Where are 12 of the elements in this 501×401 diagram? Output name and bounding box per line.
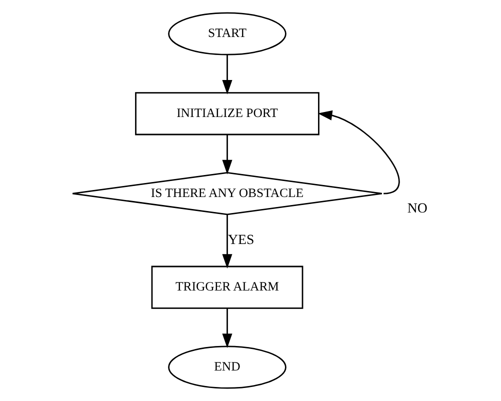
edge-label: YES xyxy=(228,233,254,248)
arrow xyxy=(222,308,232,348)
arrow xyxy=(222,54,232,94)
node-box: TRIGGER ALARM xyxy=(151,266,304,309)
arrow xyxy=(222,134,232,174)
arrow xyxy=(318,110,400,194)
node-box: INITIALIZE PORT xyxy=(135,92,320,136)
node-ellipse: END xyxy=(168,346,286,389)
node-diamond: IS THERE ANY OBSTACLE xyxy=(72,172,383,216)
edge-label: NO xyxy=(407,201,428,216)
node-ellipse: START xyxy=(168,12,286,56)
arrow xyxy=(222,214,232,268)
